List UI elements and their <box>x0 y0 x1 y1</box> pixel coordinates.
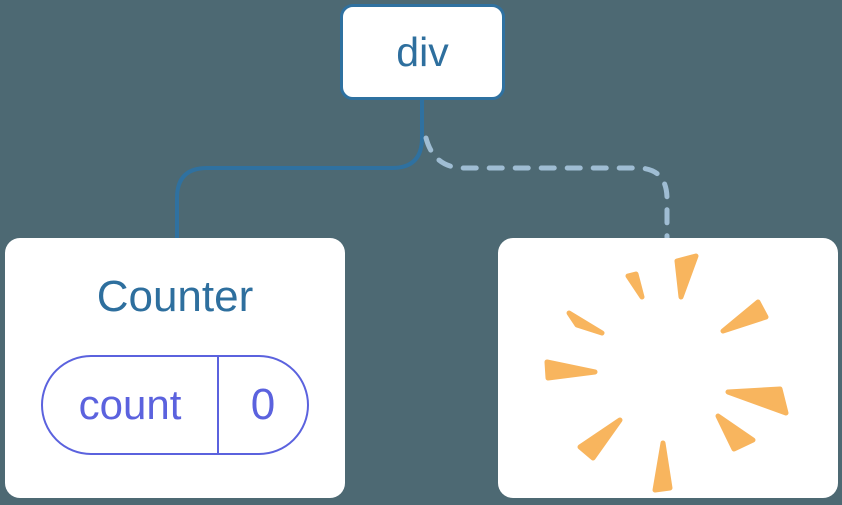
state-value: 0 <box>250 380 276 429</box>
root-node-div: div <box>340 4 505 100</box>
poof-ray <box>674 253 699 300</box>
poof-icon <box>544 253 789 493</box>
poof-ray <box>625 271 645 300</box>
root-node-label: div <box>396 28 449 75</box>
component-title: Counter <box>96 272 254 321</box>
state-key-label: count <box>43 357 219 453</box>
removed-component-card <box>498 238 838 498</box>
poof-ray <box>544 359 598 381</box>
counter-component-card: Counter count 0 <box>5 238 345 498</box>
poof-ray <box>566 310 605 336</box>
poof-ray <box>720 299 769 334</box>
poof-ray <box>725 386 789 416</box>
solid-connector-line <box>175 100 424 240</box>
poof-ray <box>715 413 756 452</box>
poof-ray <box>652 440 673 493</box>
dashed-connector-line <box>423 135 670 241</box>
poof-ray <box>577 417 623 461</box>
state-pill: count 0 <box>41 355 309 455</box>
